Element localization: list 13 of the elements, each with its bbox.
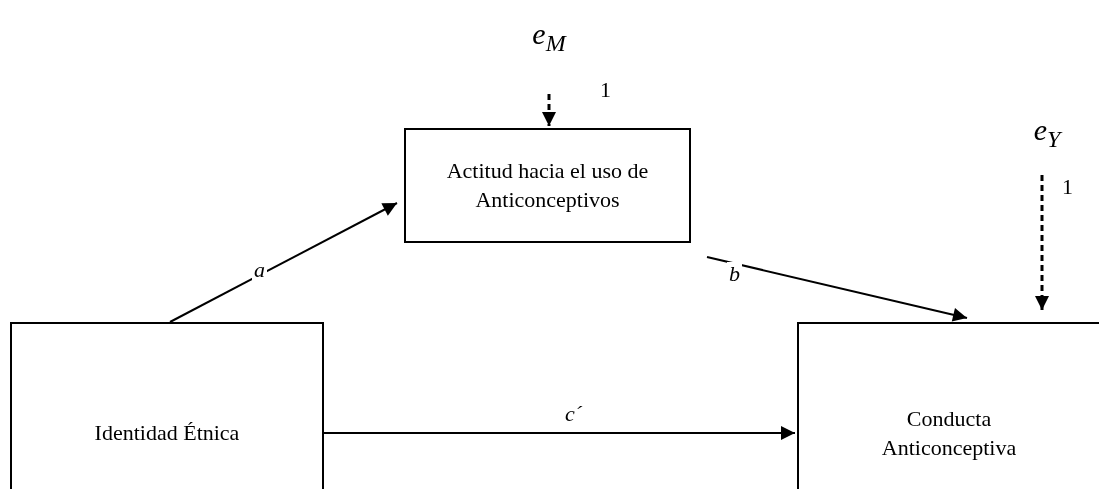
- arrow: [323, 426, 796, 440]
- dashed-arrow: [1035, 175, 1049, 310]
- arrow: [706, 256, 968, 322]
- error-term-label: e$_{Y}$: [1033, 115, 1061, 151]
- box-label: Actitud hacia el uso de Anticonceptivos: [445, 156, 650, 214]
- error-term-label: e$_{M}$: [532, 19, 566, 55]
- arrow: [169, 202, 398, 323]
- dashed-arrow: [542, 94, 556, 126]
- variable-box: [797, 322, 1099, 489]
- box-label: Conducta Anticonceptiva: [880, 404, 1018, 462]
- variable-box: [10, 322, 324, 489]
- variable-box: [404, 128, 691, 243]
- box-label: Identidad Étnica: [94, 419, 240, 448]
